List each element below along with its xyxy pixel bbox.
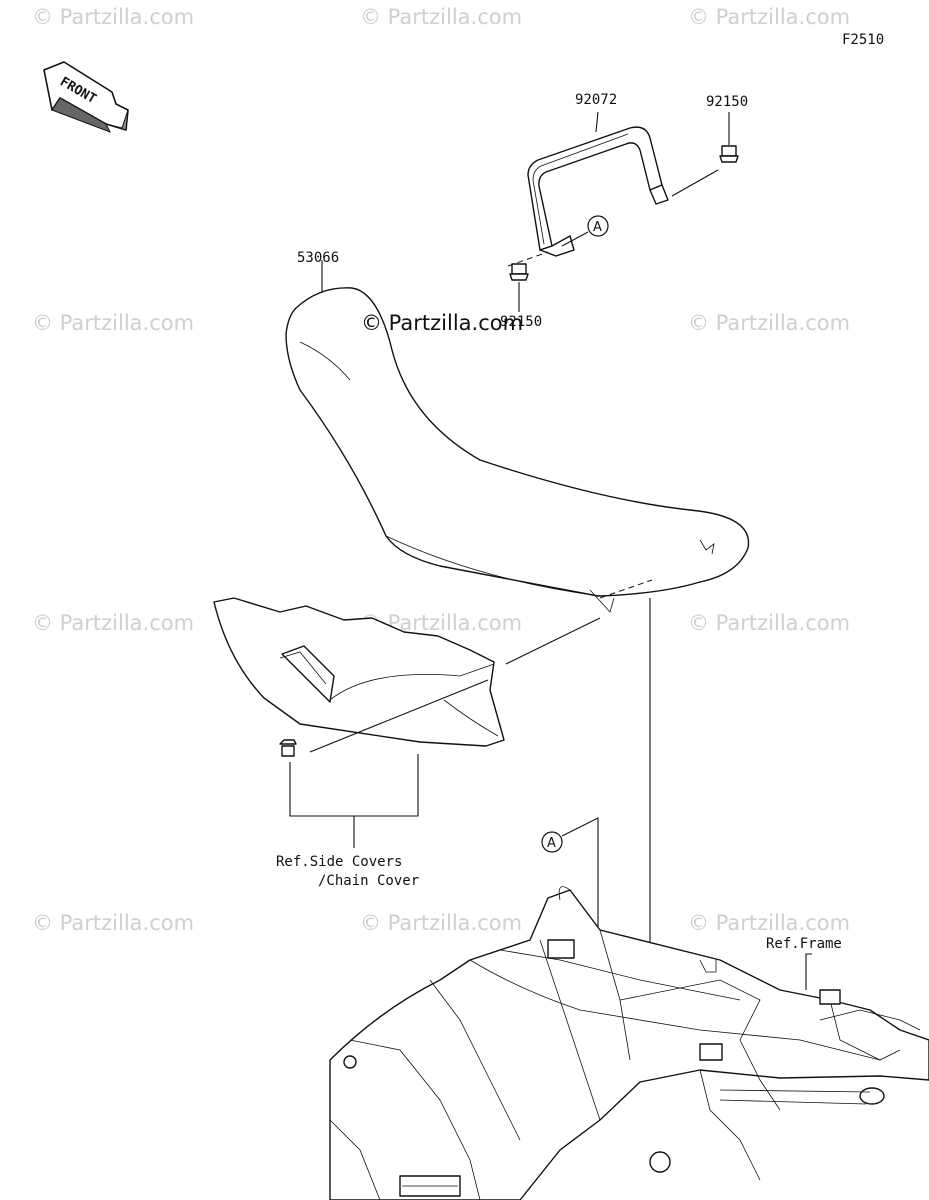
side-cover-bracket	[289, 754, 419, 848]
center-watermark: © Partzilla.com	[361, 311, 523, 335]
callout-label: A	[547, 836, 556, 851]
callout-a-top: A	[561, 215, 609, 247]
frame	[329, 886, 929, 1200]
watermark: © Partzilla.com	[32, 5, 194, 29]
side-cover-bolt	[279, 739, 297, 757]
ref-side-covers-line2: /Chain Cover	[318, 873, 419, 889]
part-number-seat: 53066	[297, 250, 339, 266]
side-cover	[213, 597, 601, 753]
ref-side-covers-line1: Ref.Side Covers	[276, 854, 402, 870]
bolt-right	[719, 112, 739, 163]
callout-label: A	[593, 220, 602, 235]
part-number-bolt-right: 92150	[706, 94, 748, 110]
watermark: © Partzilla.com	[360, 911, 522, 935]
watermark-layer: © Partzilla.com © Partzilla.com © Partzi…	[32, 5, 850, 935]
watermark: © Partzilla.com	[688, 911, 850, 935]
bolt-left	[509, 263, 529, 312]
front-arrow: FRONT	[43, 61, 129, 133]
watermark: © Partzilla.com	[32, 911, 194, 935]
seat	[285, 260, 750, 613]
watermark: © Partzilla.com	[32, 311, 194, 335]
part-number-bolt-left: 92150	[500, 314, 542, 330]
grab-bar	[507, 111, 719, 267]
watermark: © Partzilla.com	[360, 5, 522, 29]
watermark: © Partzilla.com	[32, 611, 194, 635]
watermark: © Partzilla.com	[688, 611, 850, 635]
ref-frame-label: Ref.Frame	[766, 936, 842, 952]
figure-code: F2510	[842, 32, 884, 48]
ref-frame-leader	[805, 953, 812, 990]
part-number-grab-bar: 92072	[575, 92, 617, 108]
watermark: © Partzilla.com	[688, 5, 850, 29]
watermark: © Partzilla.com	[688, 311, 850, 335]
